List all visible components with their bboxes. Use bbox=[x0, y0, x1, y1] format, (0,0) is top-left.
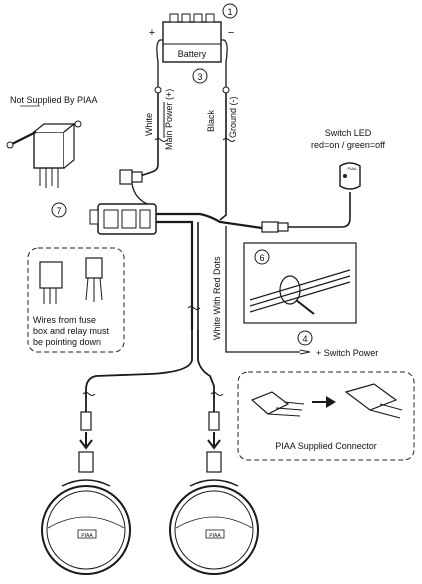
fuse-note-line-2: box and relay must bbox=[33, 326, 110, 336]
battery-label: Battery bbox=[178, 49, 207, 59]
black-wire-label: Black bbox=[206, 109, 216, 132]
battery-positive-lead bbox=[156, 39, 163, 88]
battery-minus-sign: − bbox=[228, 27, 234, 39]
white-red-dots-wire bbox=[225, 226, 300, 353]
right-lamp-brand: PIAA bbox=[209, 533, 221, 539]
switch-brand: PIAA bbox=[347, 166, 356, 171]
svg-text:1: 1 bbox=[227, 7, 232, 17]
battery: Battery + − bbox=[149, 13, 234, 63]
left-lamp-wire bbox=[85, 330, 193, 412]
left-lamp-brand: PIAA bbox=[81, 533, 93, 539]
main-harness bbox=[156, 212, 263, 230]
relay-harness-connector bbox=[89, 203, 157, 235]
switch-led-title: Switch LED bbox=[325, 128, 372, 138]
fuse-note-line-3: be pointing down bbox=[33, 337, 101, 347]
white-red-dots-label: White With Red Dots bbox=[212, 256, 222, 340]
callout-4: 4 bbox=[297, 330, 313, 346]
switch-led-wire bbox=[288, 192, 351, 228]
callout-6-number: 6 bbox=[259, 253, 264, 263]
piaa-connector-detail-box bbox=[237, 371, 415, 461]
connector-label: PIAA Supplied Connector bbox=[275, 441, 377, 451]
switch-connector bbox=[261, 221, 289, 233]
right-fog-lamp: PIAA bbox=[169, 479, 259, 575]
not-supplied-label: Not Supplied By PIAA bbox=[10, 95, 98, 105]
main-power-wire bbox=[139, 93, 159, 177]
switch-led-legend: red=on / green=off bbox=[311, 140, 385, 150]
switch-power-label: + Switch Power bbox=[316, 348, 378, 358]
ground-wire-label: Ground (-) bbox=[228, 96, 238, 138]
svg-text:3: 3 bbox=[197, 72, 202, 82]
svg-text:4: 4 bbox=[302, 334, 307, 344]
svg-text:7: 7 bbox=[56, 206, 61, 216]
inline-fuse bbox=[119, 169, 143, 185]
ground-wire bbox=[219, 93, 227, 221]
switch-led: PIAA bbox=[339, 162, 361, 190]
cable-tie-detail-box: 6 bbox=[243, 242, 357, 324]
white-wire-label: White bbox=[144, 113, 154, 136]
battery-negative-lead bbox=[221, 39, 228, 88]
right-lamp-wire bbox=[197, 330, 215, 412]
fuse-note-line-1: Wires from fuse bbox=[33, 315, 96, 325]
callout-1: 1 bbox=[222, 3, 238, 19]
left-fog-lamp: PIAA bbox=[41, 479, 131, 575]
main-power-label: Main Power (+) bbox=[164, 89, 174, 150]
relay-orientation-note-box bbox=[27, 247, 125, 353]
relay-not-supplied bbox=[6, 120, 82, 188]
callout-3: 3 bbox=[192, 68, 208, 84]
battery-plus-sign: + bbox=[149, 27, 155, 39]
callout-7: 7 bbox=[51, 202, 67, 218]
